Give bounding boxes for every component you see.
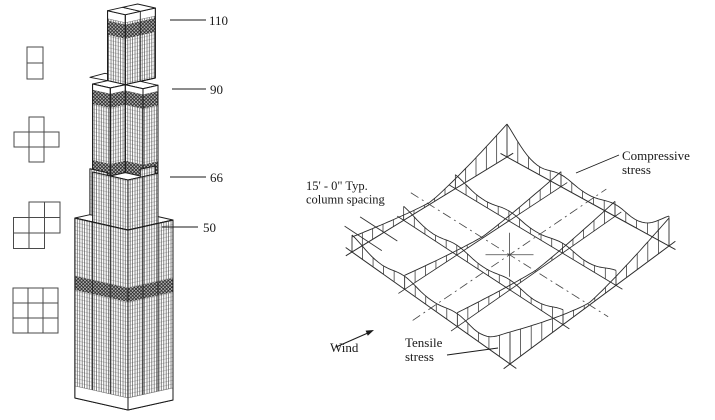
spacing-tick (344, 225, 383, 251)
tube-cell (42, 302, 59, 319)
tube-plan-floors-66-90-five-tubes (13, 116, 60, 163)
tower-outline (127, 219, 174, 411)
tube-cell (28, 232, 45, 249)
compressive-stress-label-line1: Compressive (622, 148, 690, 163)
tube-cell (12, 287, 29, 304)
tube-cell (43, 131, 60, 148)
tube-plan-diagrams (12, 46, 61, 334)
stress-envelope-curve (457, 200, 616, 314)
tube-cell (12, 302, 29, 319)
tube-cell (13, 232, 30, 249)
tube-cell (42, 287, 59, 304)
tower-belt-truss-band (110, 90, 126, 108)
tube-plan-floors-50-66-seven-tubes (13, 201, 61, 249)
tower-axonometric (74, 3, 174, 411)
tower-belt-truss-band (92, 90, 111, 108)
stress-envelope-curve (506, 123, 670, 224)
tube-cell (42, 317, 59, 334)
tube-cell (12, 317, 29, 334)
column-spacing-label-line2: column spacing (306, 193, 386, 207)
tube-cell (28, 146, 45, 163)
tower-belt-truss-band (107, 20, 126, 39)
level-label-50: 50 (203, 220, 216, 235)
column-spacing-label-line1: 15' - 0" Typ. (306, 179, 368, 193)
column-grid-line (397, 215, 570, 330)
tower-belt-truss-band (143, 91, 158, 109)
tower-roof-face (122, 3, 156, 12)
tube-cell (27, 302, 44, 319)
wind-label: Wind (330, 340, 359, 355)
tube-plan-floors-90-110-two-tubes (26, 46, 44, 80)
stress-envelope-curve (455, 174, 617, 271)
tube-cell (13, 131, 30, 148)
stress-envelope-curve (509, 217, 670, 333)
stress-envelope-curve (351, 123, 508, 238)
tube-cell (44, 201, 61, 218)
tensile-stress-label-line2: stress (405, 349, 434, 364)
column-grid-line (448, 184, 623, 290)
wind-arrow-head (365, 330, 374, 336)
column-grid-line (398, 182, 568, 294)
floor-level-annotations: 110 90 66 50 (162, 13, 228, 235)
tower-belt-truss-band (128, 278, 173, 302)
stress-diagram-labels: 15' - 0" Typ. column spacing Wind Tensil… (306, 148, 690, 364)
tube-cell (26, 46, 44, 64)
level-label-90: 90 (210, 82, 223, 97)
tower-facade (74, 217, 129, 411)
tube-cell (27, 317, 44, 334)
level-label-66: 66 (210, 170, 224, 185)
tube-cell (28, 131, 45, 148)
tube-cell (44, 217, 61, 234)
compressive-leader-line (575, 154, 620, 174)
column-grid-line (450, 211, 622, 332)
tube-cell (13, 217, 30, 234)
tube-plan-floors-1-50-nine-tubes (12, 287, 59, 334)
tower-belt-truss-band (125, 90, 143, 109)
wind-arrow-shaft (335, 332, 370, 348)
stress-envelope-curve (404, 171, 562, 276)
stress-distribution-diagram (344, 123, 676, 370)
compressive-stress-label-line2: stress (622, 162, 651, 177)
tower-belt-truss-band (74, 276, 128, 302)
tube-cell (26, 62, 44, 80)
stress-envelope-curve (403, 205, 564, 311)
tube-cell (28, 201, 45, 218)
tensile-stress-label-line1: Tensile (405, 335, 443, 350)
tower-facade (127, 219, 174, 411)
tube-cell (27, 287, 44, 304)
level-label-110: 110 (209, 13, 228, 28)
tensile-leader-line (446, 347, 499, 356)
tube-cell (28, 116, 45, 133)
tube-cell (28, 217, 45, 234)
spacing-tick (359, 216, 398, 242)
stress-envelope-curve (351, 234, 511, 338)
